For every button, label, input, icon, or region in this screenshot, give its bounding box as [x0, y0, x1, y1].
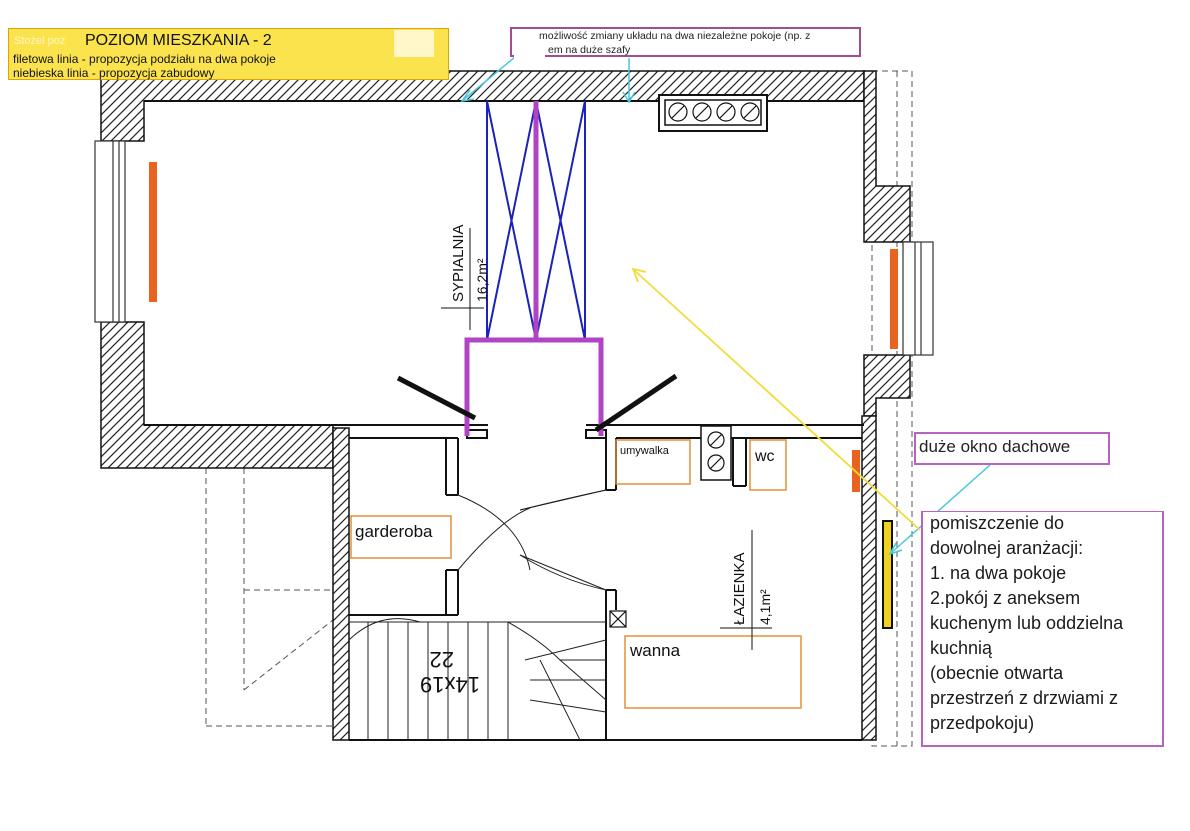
legend-purple-line: filetowa linia - propozycja podziału na … — [13, 52, 276, 66]
fixture-outlines — [350, 439, 802, 709]
room-note-line: 1. na dwa pokoje — [930, 563, 1067, 583]
room-note-line: (obecnie otwarta — [930, 663, 1064, 683]
bathroom-ducts — [700, 425, 732, 481]
legend-note: Stożel poz POZIOM MIESZKANIA - 2 filetow… — [8, 28, 449, 80]
pointer-arrows — [460, 46, 991, 556]
windows — [94, 140, 934, 356]
change-note-line1: możliwość zmiany układu na dwa niezależn… — [539, 30, 811, 42]
skylight-note: duże okno dachowe — [914, 432, 1110, 465]
door-swings — [457, 489, 607, 591]
room-arrangement-note: pomiszczenie do dowolnej aranżacji: 1. n… — [921, 511, 1164, 747]
proposed-partition-wall — [464, 101, 604, 436]
room-note-line: kuchnią — [930, 638, 993, 658]
washbasin-outline — [615, 439, 691, 485]
note-mask — [514, 41, 545, 61]
bathtub-label: wanna — [629, 641, 681, 660]
room-note-line: kuchenym lub oddzielna — [930, 613, 1124, 633]
bathroom-area: 4,1m² — [757, 589, 773, 625]
dashed-outlines — [205, 70, 913, 747]
legend-blue-line: niebieska linia - propozycja zabudowy — [13, 66, 215, 80]
bedroom-area: 16,2m² — [474, 258, 490, 302]
skylight-note-text: duże okno dachowe — [919, 437, 1071, 456]
washbasin-label: umywalka — [620, 445, 670, 457]
wardrobe-outline — [350, 515, 452, 559]
room-note-line: pomiszczenie do — [930, 513, 1065, 533]
ventilation-ducts — [658, 94, 768, 132]
staircase — [348, 618, 607, 741]
legend-marker — [394, 30, 434, 57]
stairs-steps: 22 — [430, 647, 454, 672]
room-note-line: dowolnej aranżacji: — [930, 538, 1084, 558]
bathtub-outline — [624, 635, 802, 709]
shaft-marker — [609, 610, 627, 628]
stairs-size: 14x19 — [420, 672, 480, 697]
room-note-line: przedpokoju) — [930, 713, 1035, 733]
layout-change-note: możliwość zmiany układu na dwa niezależn… — [510, 27, 861, 57]
bedroom-name: SYPIALNIA — [450, 224, 467, 302]
room-note-line: 2.pokój z aneksem — [930, 588, 1081, 608]
bathroom-name: ŁAZIENKA — [731, 552, 748, 625]
room-labels: SYPIALNIA 16,2m² ŁAZIENKA 4,1m² 22 14x19 — [420, 224, 773, 697]
room-note-line: przestrzeń z drzwiami z — [930, 688, 1119, 708]
exterior-walls — [100, 70, 911, 741]
legend-faint-text: Stożel poz — [14, 35, 66, 47]
proposed-doors — [396, 373, 678, 433]
toilet-outline — [749, 439, 787, 491]
toilet-label: wc — [754, 448, 775, 465]
change-note-line2-end: em na duże szafy — [548, 44, 631, 56]
interior-walls — [144, 100, 864, 741]
legend-title: POZIOM MIESZKANIA - 2 — [85, 32, 272, 49]
fixture-labels: umywalka wc garderoba wanna — [355, 445, 775, 660]
wardrobe-label: garderoba — [355, 522, 433, 541]
skylight-marker — [882, 520, 893, 629]
